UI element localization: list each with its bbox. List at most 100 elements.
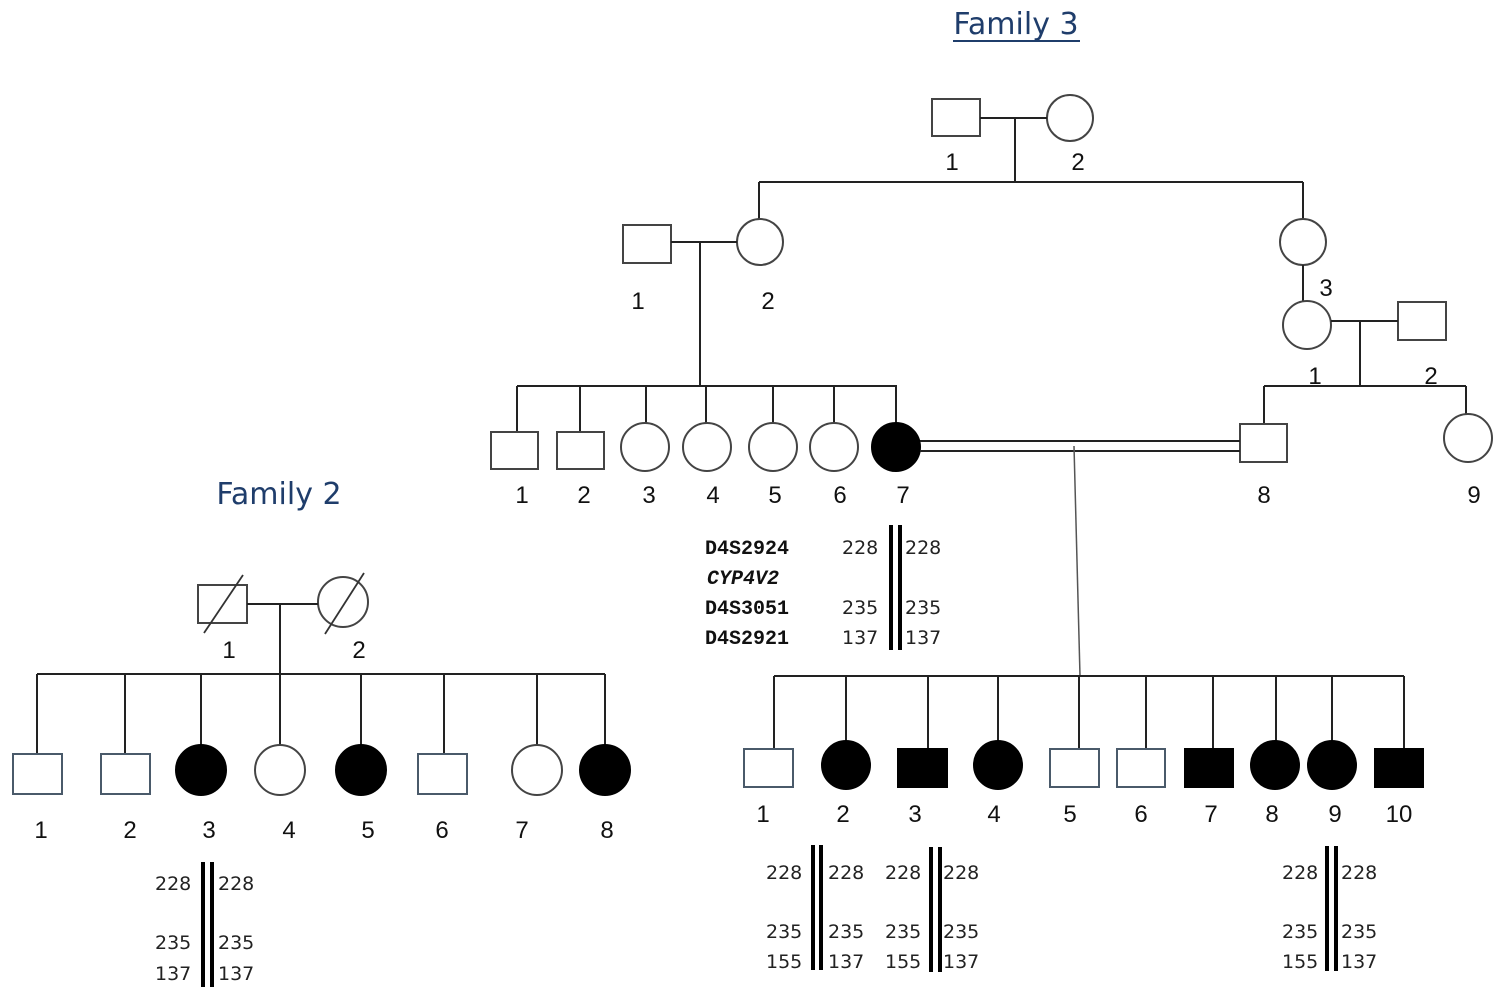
f3-gen4-male-6 bbox=[1116, 748, 1166, 788]
f3-gen4-female-9-affected bbox=[1307, 740, 1357, 790]
f3-gen4-label-10: 10 bbox=[1386, 801, 1413, 828]
f2-child-label-8: 8 bbox=[600, 817, 613, 844]
f2-child-label-4: 4 bbox=[282, 817, 295, 844]
marker-d4s2924: D4S2924 bbox=[705, 538, 789, 561]
f3-gen1-label-2: 2 bbox=[1071, 149, 1084, 176]
f3-c9-hap-right-2: 235 bbox=[1341, 921, 1377, 943]
f3-gen2-female-3 bbox=[1279, 218, 1327, 266]
f3-gen1-label-1: 1 bbox=[945, 149, 958, 176]
f2-c3-hap-right-3: 137 bbox=[218, 963, 254, 985]
f3-c3-hap-right-2: 235 bbox=[943, 921, 979, 943]
f3-7-hap-left-4: 137 bbox=[842, 627, 878, 649]
f3-gen3-label-4: 4 bbox=[706, 482, 719, 509]
f3-gen3-female-9 bbox=[1443, 413, 1493, 463]
f3-c2-hap-left-1: 228 bbox=[766, 862, 802, 884]
family3-title: Family 3 bbox=[953, 7, 1078, 42]
f2-child-male-6 bbox=[417, 753, 468, 795]
f3-gen4-label-2: 2 bbox=[836, 801, 849, 828]
f3-7-hap-right-3: 235 bbox=[905, 597, 941, 619]
f2-c3-hap-left-1: 228 bbox=[155, 873, 191, 895]
f3-gen2-female-2 bbox=[736, 218, 784, 266]
f3-gen2-label-2: 2 bbox=[761, 288, 774, 315]
f2-child-label-2: 2 bbox=[123, 817, 136, 844]
f2-child-label-6: 6 bbox=[435, 817, 448, 844]
f2-child-male-1 bbox=[12, 753, 63, 795]
f3-gen4-male-5 bbox=[1049, 748, 1100, 788]
f3-gen3-female-5 bbox=[748, 422, 798, 472]
f3-c9-hap-left-3: 155 bbox=[1282, 951, 1318, 973]
f3-gen4-female-2-affected bbox=[821, 740, 871, 790]
f3-gen3-male-8 bbox=[1239, 423, 1288, 463]
f3-gen4-male-10-affected bbox=[1374, 748, 1424, 788]
f3-c9-hap-right-3: 137 bbox=[1341, 951, 1377, 973]
f3-gen3-label-7: 7 bbox=[896, 482, 909, 509]
f2-c3-hap-right-2: 235 bbox=[218, 932, 254, 954]
f2-child-female-5-affected bbox=[335, 744, 387, 796]
f3-gen4-label-7: 7 bbox=[1204, 801, 1217, 828]
f2-child-label-1: 1 bbox=[34, 817, 47, 844]
f3-gen3-female-7-affected bbox=[871, 422, 921, 472]
f3-c9-hap-right-1: 228 bbox=[1341, 862, 1377, 884]
f3-7-hap-left-1: 228 bbox=[842, 537, 878, 559]
f3-gen3-female-4 bbox=[682, 422, 732, 472]
f2-parent-female-2-deceased bbox=[317, 576, 369, 628]
f3-gen4-male-1 bbox=[743, 748, 794, 788]
f2-deceased-slash-1 bbox=[203, 574, 244, 634]
f3-c2-hap-right-2: 235 bbox=[828, 921, 864, 943]
f3-gen4-children bbox=[743, 676, 1424, 790]
f2-child-label-3: 3 bbox=[202, 817, 215, 844]
f3-c2-hap-right-1: 228 bbox=[828, 862, 864, 884]
f3-gen3-label-3: 3 bbox=[642, 482, 655, 509]
f2-deceased-slash-2 bbox=[324, 572, 365, 635]
f3-gen3-label-9: 9 bbox=[1467, 482, 1480, 509]
f3-gen3-right-label-2: 2 bbox=[1424, 363, 1437, 390]
f3-7-hap-right-4: 137 bbox=[905, 627, 941, 649]
f3-gen4-male-3-affected bbox=[897, 748, 948, 788]
f3-gen4-label-6: 6 bbox=[1134, 801, 1147, 828]
f3-c9-hap-left-2: 235 bbox=[1282, 921, 1318, 943]
f2-child-female-7 bbox=[511, 744, 563, 796]
f3-c3-hap-left-3: 155 bbox=[885, 951, 921, 973]
f3-c3-hap-right-3: 137 bbox=[943, 951, 979, 973]
f3-gen4-label-1: 1 bbox=[756, 801, 769, 828]
f3-gen4-female-8-affected bbox=[1250, 740, 1300, 790]
marker-d4s3051: D4S3051 bbox=[705, 598, 789, 621]
f3-gen3-male-1 bbox=[490, 431, 539, 470]
f3-gen2-male-1 bbox=[622, 224, 672, 264]
f3-c3-hap-right-1: 228 bbox=[943, 862, 979, 884]
f3-c2-hap-left-3: 155 bbox=[766, 951, 802, 973]
f3-gen3-label-1: 1 bbox=[515, 482, 528, 509]
f3-c3-hap-left-2: 235 bbox=[885, 921, 921, 943]
f3-gen3-siblings bbox=[490, 386, 921, 472]
f3-c3-hap-left-1: 228 bbox=[885, 862, 921, 884]
f2-child-male-2 bbox=[100, 753, 151, 795]
f3-gen4-male-7-affected bbox=[1184, 748, 1234, 788]
f3-c2-hap-right-3: 137 bbox=[828, 951, 864, 973]
f2-child-female-3-affected bbox=[175, 744, 227, 796]
f3-gen3-female-1 bbox=[1282, 300, 1332, 350]
f2-parent-label-1: 1 bbox=[222, 637, 235, 664]
f2-c3-hap-left-3: 137 bbox=[155, 963, 191, 985]
f3-gen3-label-5: 5 bbox=[768, 482, 781, 509]
f3-gen3-female-3 bbox=[620, 422, 670, 472]
f3-gen3-label-2: 2 bbox=[577, 482, 590, 509]
f3-7-hap-left-3: 235 bbox=[842, 597, 878, 619]
f2-c3-hap-left-2: 235 bbox=[155, 932, 191, 954]
f2-child-female-8-affected bbox=[579, 744, 631, 796]
f2-child-female-4 bbox=[254, 744, 306, 796]
f2-child-label-5: 5 bbox=[361, 817, 374, 844]
f3-gen3-male-2 bbox=[556, 431, 605, 470]
f2-parent-label-2: 2 bbox=[352, 637, 365, 664]
f3-gen4-label-9: 9 bbox=[1328, 801, 1341, 828]
f3-gen3-female-6 bbox=[809, 422, 859, 472]
marker-d4s2921: D4S2921 bbox=[705, 628, 789, 651]
f3-gen4-label-5: 5 bbox=[1063, 801, 1076, 828]
f2-c3-hap-right-1: 228 bbox=[218, 873, 254, 895]
f3-gen1-female-2 bbox=[1046, 94, 1094, 142]
f3-gen3-label-8: 8 bbox=[1257, 482, 1270, 509]
f3-gen2-label-1: 1 bbox=[631, 288, 644, 315]
f3-gen3-descent-line bbox=[1073, 445, 1081, 677]
f3-gen3-right-label-1: 1 bbox=[1308, 363, 1321, 390]
f3-gen4-label-4: 4 bbox=[987, 801, 1000, 828]
f3-gen4-label-3: 3 bbox=[908, 801, 921, 828]
